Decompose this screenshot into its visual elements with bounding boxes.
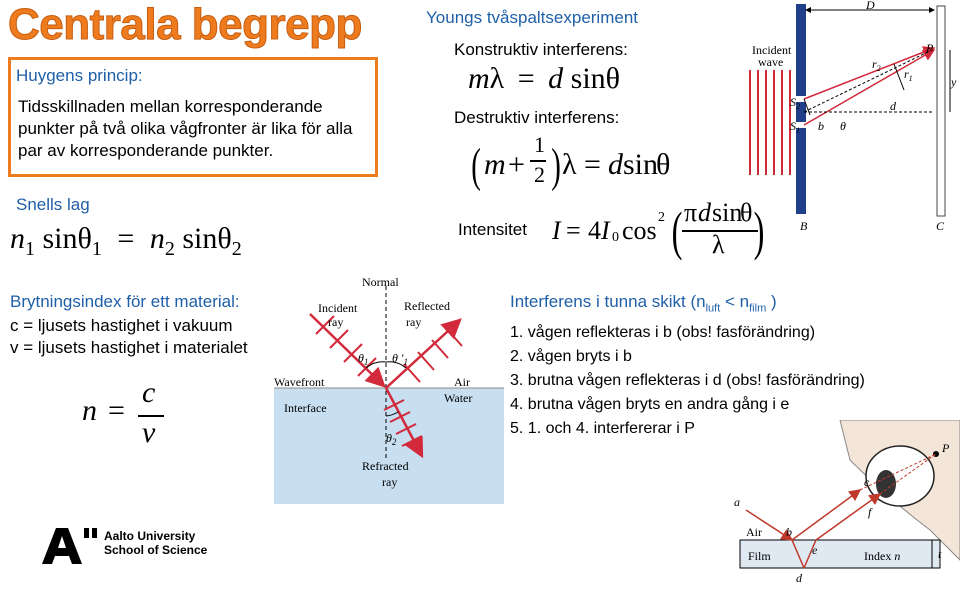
thin-film-heading: Interferens i tunna skikt (nluft < nfilm… [510,292,777,315]
constructive-formula: mλ = d sinθ [468,62,621,95]
destructive-label: Destruktiv interferens: [454,108,620,127]
destructive-formula: ( m + 1 2 ) λ = d sin θ [471,132,671,192]
list-item: 4. brutna vågen bryts en andra gång i e [510,396,790,413]
aalto-logo [40,526,98,571]
constructive-label: Konstruktiv interferens: [454,40,628,59]
svg-text:r2: r2 [872,57,881,73]
svg-text:b: b [818,119,824,133]
svg-text:B: B [800,219,808,233]
svg-text:S1: S1 [790,119,800,135]
svg-text:d: d [796,571,803,585]
svg-text:t: t [938,547,942,561]
thin-film-list: 1. vågen reflekteras i b (obs! fasföränd… [510,321,865,441]
refraction-figure: Normal Incident ray Reflected ray Wavefr… [274,275,504,504]
page-title: Centrala begrepp [8,0,363,50]
svg-text:ray: ray [328,315,343,329]
svg-text:Film: Film [748,549,771,563]
svg-text:b: b [786,525,792,539]
svg-text:P: P [941,441,950,455]
double-slit-figure: D Incident wave S2 S1 b θ r2 r1 d P y B … [749,0,957,233]
intensity-label: Intensitet [458,220,527,239]
svg-text:Air: Air [746,525,762,539]
svg-text:P: P [925,41,934,55]
snell-heading: Snells lag [16,195,90,214]
svg-text:Wavefront: Wavefront [274,375,325,389]
refraction-line-c: c = ljusets hastighet i vakuum [10,316,233,335]
svg-text:Interface: Interface [284,401,327,415]
svg-text:θ1: θ1 [358,351,368,367]
snell-formula: n1 sinθ1 = n2 sinθ2 [10,222,242,260]
svg-text:Refracted: Refracted [362,459,409,473]
svg-text:Reflected: Reflected [404,299,450,313]
list-item: 5. 1. och 4. interfererar i P [510,420,695,437]
svg-text:Incident: Incident [318,301,358,315]
svg-text:Incident: Incident [752,43,792,57]
intensity-formula: I = 4 I 0 cos 2 ( π d sin θ λ ) [552,198,765,261]
svg-text:D: D [865,0,875,12]
svg-text:ray: ray [406,315,421,329]
huygens-text: Tidsskillnaden mellan korresponderande p… [18,97,353,160]
svg-text:ray: ray [382,475,397,489]
list-item: 3. brutna vågen reflekteras i d (obs! fa… [510,372,865,389]
svg-text:θ2: θ2 [386,431,397,447]
svg-text:Water: Water [444,391,472,405]
svg-text:f: f [868,505,873,519]
svg-text:θ: θ [840,119,846,133]
svg-text:a: a [734,495,740,509]
svg-text:d: d [890,99,897,113]
svg-text:Air: Air [454,375,470,389]
svg-text:wave: wave [758,55,783,69]
huygens-box [8,57,378,177]
list-item: 1. vågen reflekteras i b (obs! fasföränd… [510,324,816,341]
aalto-logo-text: Aalto University School of Science [104,529,208,557]
svg-text:c: c [864,475,870,489]
list-item: 2. vågen bryts i b [510,348,632,365]
svg-text:r1: r1 [904,67,913,83]
refraction-formula: n = c v [82,376,172,450]
svg-text:e: e [812,543,818,557]
svg-text:Normal: Normal [362,275,399,289]
huygens-heading: Huygens princip: [16,66,143,85]
young-heading: Youngs tvåspaltsexperiment [426,8,639,27]
svg-text:Index n: Index n [864,549,900,563]
svg-text:θ ′1: θ ′1 [392,351,408,367]
svg-text:y: y [950,75,957,89]
aalto-a-icon [42,528,97,564]
svg-text:S2: S2 [790,95,800,111]
refraction-line-v: v = ljusets hastighet i materialet [10,338,248,357]
svg-text:C: C [936,219,945,233]
thin-film-figure: P a c f b e d Air Film Index n t [734,420,960,585]
refraction-heading: Brytningsindex för ett material: [10,292,240,311]
